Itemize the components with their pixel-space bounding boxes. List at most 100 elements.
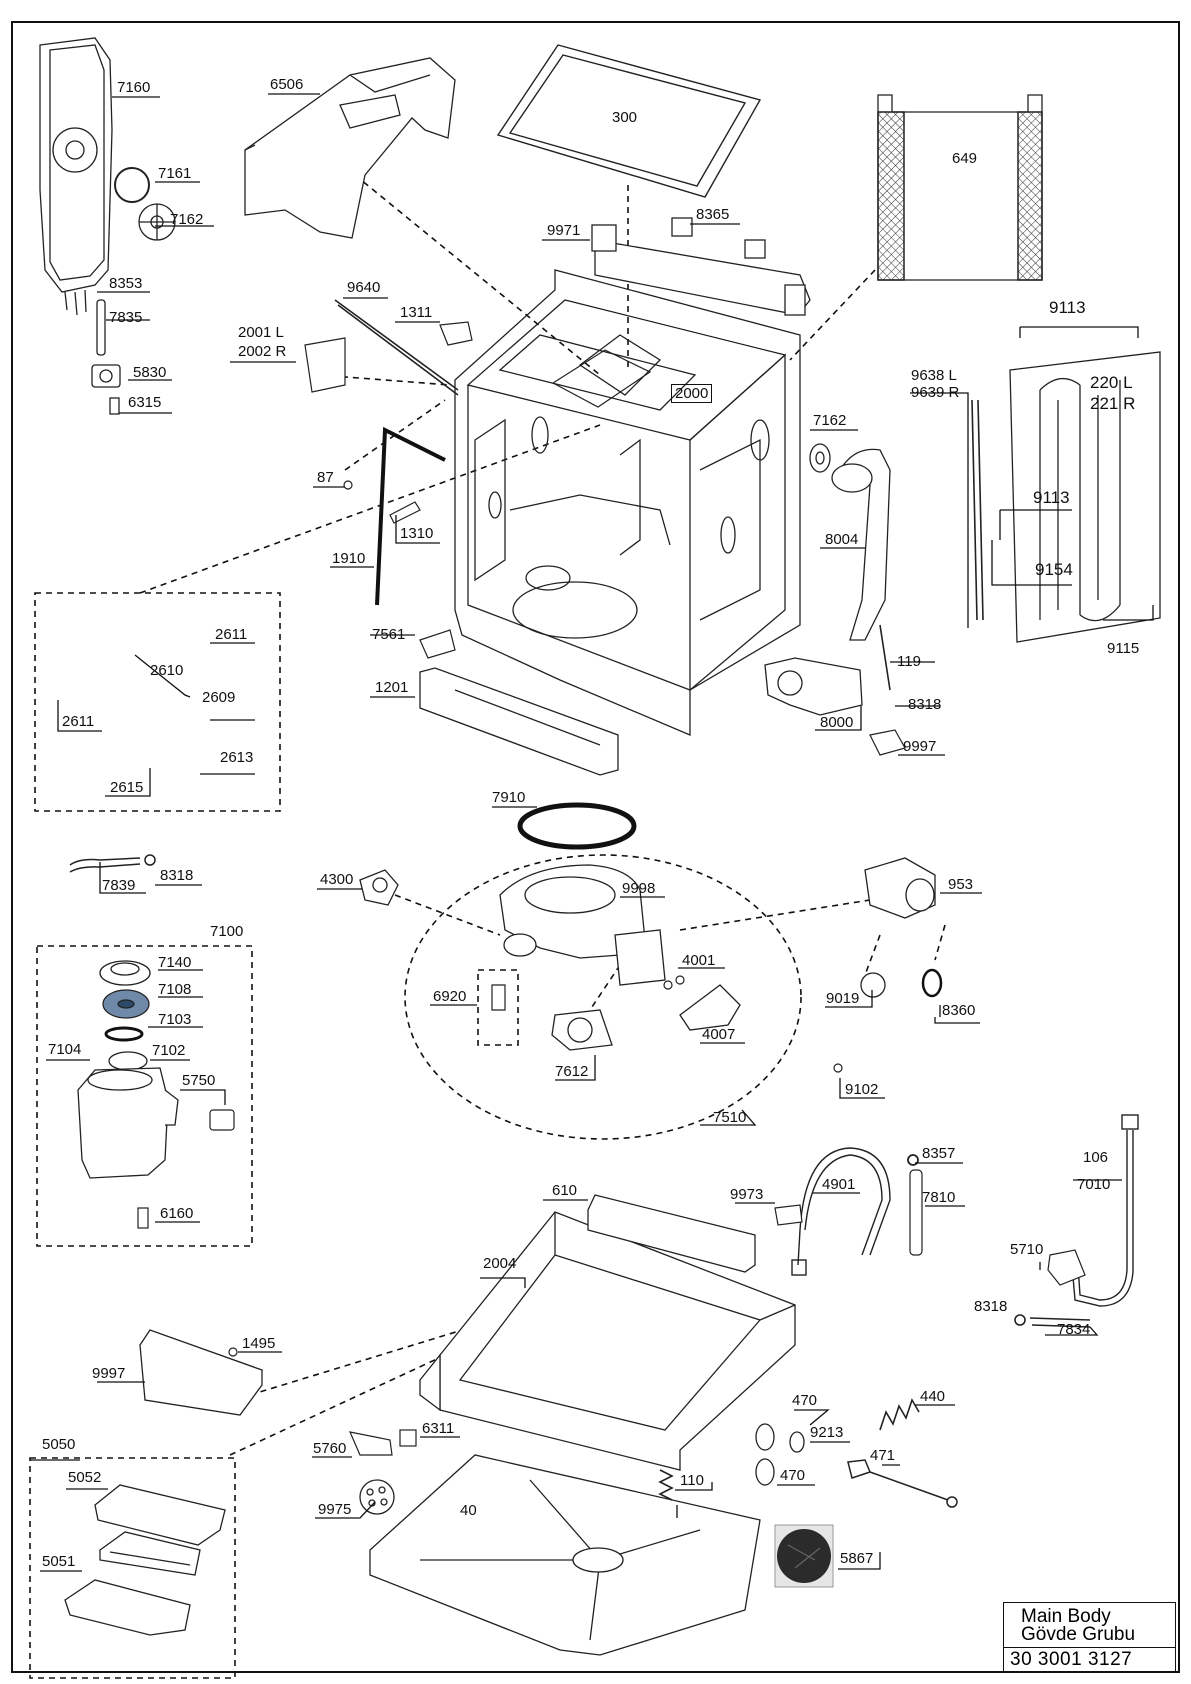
label-7103: 7103	[158, 1011, 192, 1028]
label-2611-left: 2611	[62, 713, 95, 730]
label-7510: 7510	[713, 1109, 747, 1126]
part-1311-clip	[439, 321, 473, 346]
part-2004-base-frame	[419, 1211, 796, 1471]
label-40: 40	[460, 1502, 477, 1519]
part-9998-sump	[499, 864, 666, 986]
part-5830-valve	[91, 364, 121, 388]
label-610: 610	[552, 1182, 578, 1199]
label-9997-bottom: 9997	[92, 1365, 126, 1382]
label-8318-left: 8318	[160, 867, 194, 884]
part-4007-filter	[679, 984, 741, 1031]
part-1910-door-seal	[375, 426, 446, 606]
part-471-cable	[847, 1459, 958, 1508]
label-7810: 7810	[922, 1189, 956, 1206]
label-5750: 5750	[182, 1072, 216, 1089]
part-tub-frame	[454, 269, 801, 736]
title-line-1: Main Body	[1021, 1606, 1111, 1627]
label-8353: 8353	[109, 275, 143, 292]
part-610-control-panel	[587, 1194, 756, 1273]
label-8000: 8000	[820, 714, 854, 731]
part-1201-base-rail	[419, 667, 619, 776]
label-5830: 5830	[133, 364, 167, 381]
label-9213: 9213	[810, 1424, 844, 1441]
part-6506-insulation	[244, 57, 456, 239]
part-7810-hose	[909, 1169, 923, 1256]
part-4901-power-cable	[791, 1147, 891, 1276]
label-9154: 9154	[1035, 560, 1073, 579]
title-divider	[1004, 1647, 1175, 1648]
label-9640: 9640	[347, 279, 381, 296]
label-7104: 7104	[48, 1041, 82, 1058]
label-4007: 4007	[702, 1026, 736, 1043]
part-9975-disc	[359, 1479, 395, 1515]
part-6315-clip	[109, 397, 120, 415]
part-1495-screw	[228, 1347, 238, 1357]
label-5050: 5050	[42, 1436, 76, 1453]
part-7835-hose	[96, 299, 106, 356]
label-9102: 9102	[845, 1081, 879, 1098]
label-9997-top: 9997	[903, 738, 937, 755]
part-110-spring	[658, 1469, 674, 1501]
label-9115: 9115	[1107, 640, 1140, 657]
label-953: 953	[948, 876, 974, 893]
label-7561: 7561	[372, 626, 406, 643]
part-7100-tank	[77, 1067, 179, 1179]
group-boxes	[29, 592, 802, 1679]
label-7161: 7161	[158, 165, 192, 182]
label-5052: 5052	[68, 1469, 102, 1486]
label-9638: 9638 L	[911, 367, 957, 384]
part-7102-ring	[108, 1051, 148, 1071]
part-7140-cap	[99, 960, 151, 986]
label-1201: 1201	[375, 679, 409, 696]
part-2001-bracket	[304, 337, 346, 393]
label-2613: 2613	[220, 749, 254, 766]
part-7161-ring	[114, 167, 150, 203]
label-2002: 2002 R	[238, 343, 287, 360]
part-9638-side-strip	[971, 399, 984, 621]
label-9113-mid: 9113	[1033, 488, 1070, 507]
part-5867-pad	[774, 1524, 834, 1588]
label-7100: 7100	[210, 923, 244, 940]
part-2000-tub-highlight	[551, 349, 652, 408]
label-6311: 6311	[422, 1420, 455, 1437]
part-953-motor	[864, 857, 936, 919]
page-border	[11, 21, 1180, 1673]
label-7010: 7010	[1077, 1176, 1111, 1193]
part-7162-disc	[138, 203, 176, 241]
label-5867: 5867	[840, 1550, 874, 1567]
part-300-top-panel	[496, 44, 762, 198]
part-7839-hose	[69, 857, 141, 873]
label-9019: 9019	[826, 990, 860, 1007]
label-649: 649	[952, 150, 978, 167]
part-5710-valve	[1047, 1249, 1086, 1286]
part-106-inlet-hose	[1071, 1114, 1139, 1307]
part-7103-ring	[104, 1026, 144, 1042]
label-4001: 4001	[682, 952, 716, 969]
part-470-wheel-b	[755, 1458, 775, 1486]
label-106: 106	[1083, 1149, 1109, 1166]
label-8360: 8360	[942, 1002, 976, 1019]
label-471: 471	[870, 1447, 896, 1464]
part-7160-housing	[39, 37, 113, 316]
label-6160: 6160	[160, 1205, 194, 1222]
part-5050-pcb	[99, 1531, 201, 1576]
label-2615: 2615	[110, 779, 144, 796]
part-6920-heater-clip	[491, 984, 506, 1011]
part-7561-hinge	[419, 629, 456, 659]
part-9971-top-rail	[591, 217, 811, 316]
label-2001: 2001 L	[238, 324, 284, 341]
label-470-top: 470	[792, 1392, 818, 1409]
label-7910: 7910	[492, 789, 526, 806]
label-1495: 1495	[242, 1335, 276, 1352]
part-5051-board-tray	[64, 1579, 191, 1636]
part-7834-hose	[1029, 1317, 1091, 1328]
part-1310-hinge-pin	[389, 501, 421, 524]
part-5052-board-cover	[94, 1484, 226, 1546]
label-2611-right: 2611	[215, 626, 248, 643]
label-8365: 8365	[696, 206, 730, 223]
part-9973-clamp	[774, 1204, 803, 1226]
drawing-code: 30 3001 3127	[1010, 1649, 1133, 1670]
label-110: 110	[680, 1472, 704, 1489]
part-8357-clamp	[907, 1154, 919, 1166]
